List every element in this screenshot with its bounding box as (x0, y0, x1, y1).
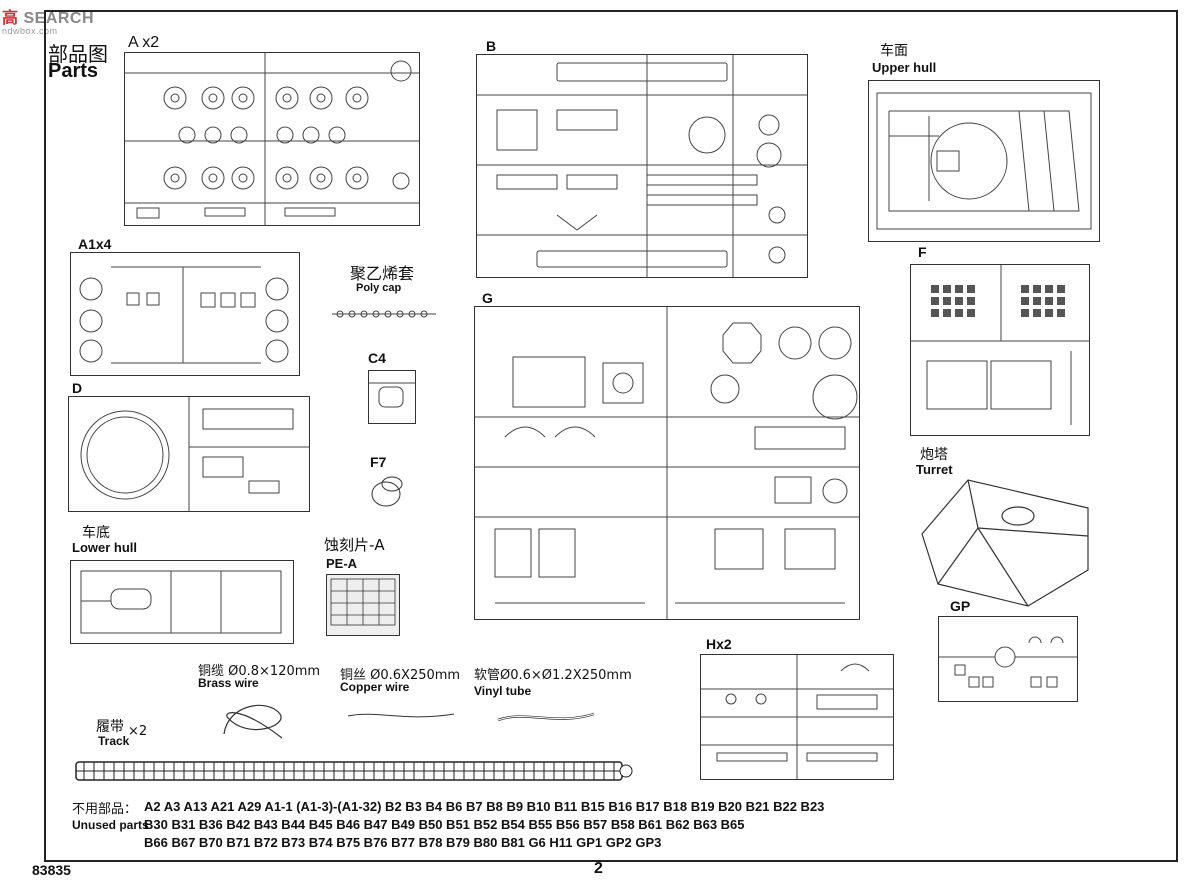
part-c4 (368, 370, 416, 424)
sprue-g-drawing (475, 307, 859, 619)
vinyl-tube-drawing (497, 712, 595, 722)
lower-hull-drawing (80, 570, 282, 634)
watermark: 高 SEARCH ndwbox.com (2, 4, 94, 36)
turret-en: Turret (916, 462, 953, 477)
sprue-gp-drawing (939, 636, 1077, 688)
track-drawing (75, 761, 633, 781)
pe-a-zh: 蚀刻片-A (324, 536, 385, 554)
track-zh: 履带 (96, 719, 124, 735)
sprue-h (700, 654, 894, 780)
turret-zh: 炮塔 (920, 447, 948, 463)
part-f7-label: F7 (370, 454, 387, 470)
sprue-gp-label: GP (950, 598, 971, 614)
sprue-a-drawing (125, 53, 419, 225)
sprue-f-label: F (918, 244, 927, 260)
upper-hull-part (868, 80, 1100, 242)
watermark-logo: 高 (2, 10, 19, 27)
lower-hull-zh: 车底 (82, 525, 110, 541)
unused-parts-line-3: B66 B67 B70 B71 B72 B73 B74 B75 B76 B77 … (144, 835, 662, 850)
sprue-d (68, 396, 310, 512)
page-number: 2 (594, 860, 603, 877)
pe-a-fret (326, 574, 400, 636)
poly-cap-drawing (332, 310, 436, 318)
sprue-b (476, 54, 808, 278)
track-en: Track (98, 734, 130, 748)
sprue-d-drawing (80, 397, 309, 511)
poly-cap-zh: 聚乙烯套 (350, 264, 415, 283)
brass-wire-drawing (223, 704, 283, 739)
brass-wire-zh: 铜缆 Ø0.8×120mm (198, 664, 321, 679)
sprue-gp (938, 616, 1078, 702)
copper-wire-drawing (347, 713, 455, 718)
poly-cap-en: Poly cap (356, 282, 402, 294)
turret-drawing (921, 479, 1089, 607)
vinyl-tube-zh: 软管Ø0.6×Ø1.2X250mm (474, 668, 632, 683)
lower-hull-part (70, 560, 294, 644)
sprue-d-label: D (72, 380, 83, 396)
unused-parts-en: Unused parts (72, 818, 149, 832)
sprue-f-drawing (911, 265, 1089, 425)
lower-hull-en: Lower hull (72, 540, 137, 555)
part-c4-drawing (369, 382, 415, 408)
sprue-h-label: Hx2 (706, 636, 732, 652)
part-f7-drawing (371, 476, 403, 507)
sprue-h-drawing (701, 655, 893, 779)
pe-a-drawing (330, 578, 396, 626)
copper-wire-en: Copper wire (340, 680, 410, 694)
unused-parts-line-2: B30 B31 B36 B42 B43 B44 B45 B46 B47 B49 … (144, 817, 745, 832)
sprue-g-label: G (482, 290, 493, 306)
sprue-a1 (70, 252, 300, 376)
sprue-a1-drawing (79, 266, 289, 364)
unused-parts-line-1: A2 A3 A13 A21 A29 A1-1 (A1-3)-(A1-32) B2… (144, 799, 825, 814)
sprue-a-label: A x2 (128, 34, 160, 51)
sprue-f (910, 264, 1090, 436)
upper-hull-drawing (876, 92, 1092, 230)
watermark-sub: ndwbox.com (2, 26, 58, 36)
sprue-a (124, 52, 420, 226)
sprue-g (474, 306, 860, 620)
upper-hull-zh: 车面 (880, 43, 908, 59)
page-title-en: Parts (48, 60, 99, 82)
vinyl-tube-en: Vinyl tube (474, 684, 532, 698)
pe-a-en: PE-A (326, 556, 358, 571)
unused-parts-zh: 不用部品： (72, 802, 138, 817)
page-title-zh: 部品图 (48, 42, 108, 66)
upper-hull-en: Upper hull (872, 60, 937, 75)
sprue-b-label: B (486, 38, 497, 54)
page-frame (44, 10, 1178, 862)
kit-code: 83835 (32, 862, 71, 878)
brass-wire-en: Brass wire (198, 676, 259, 690)
copper-wire-zh: 铜丝 Ø0.6X250mm (340, 668, 461, 683)
track-multiplier: ×2 (128, 724, 148, 739)
part-c4-label: C4 (368, 350, 386, 366)
sprue-b-drawing (477, 55, 807, 277)
watermark-text: SEARCH (23, 10, 95, 27)
sprue-a1-label: A1x4 (78, 236, 112, 252)
